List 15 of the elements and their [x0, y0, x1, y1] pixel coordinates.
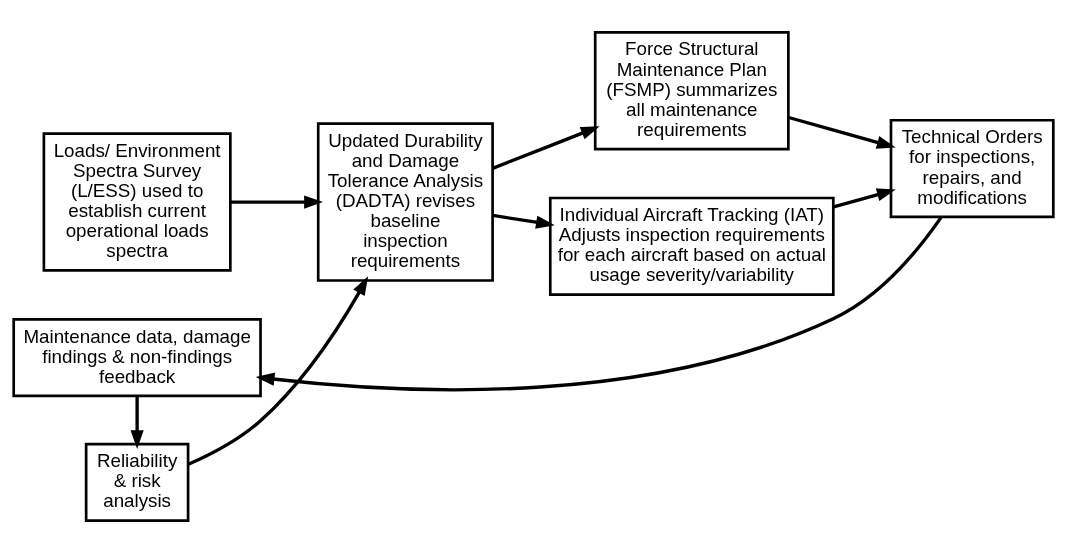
node-box: Technical Orders for inspections, repairs, and modifications: [889, 118, 1055, 219]
node-box: Maintenance data, damage findings & non-findings feedback: [12, 318, 262, 398]
arrow: [130, 396, 144, 449]
arrow: [492, 126, 600, 170]
arrow: [255, 216, 943, 392]
node-box: Updated Durability and Damage Tolerance Analysis (DADTA) revises baseline inspection requirements: [316, 122, 494, 282]
arrow: [187, 276, 369, 466]
arrow: [833, 188, 896, 209]
node-box: Loads/ Environment Spectra Survey (L/ESS) used to establish current operational loads spectra: [42, 132, 232, 272]
arrow: [492, 213, 555, 229]
node-box: Force Structural Maintenance Plan (FSMP) summarizes all maintenance requirements: [593, 31, 790, 151]
node-box: Reliability & risk analysis: [84, 442, 190, 522]
arrow: [788, 115, 896, 149]
arrow: [230, 195, 323, 209]
node-box: Individual Aircraft Tracking (IAT) Adjusts inspection requirements for each aircraft based on actual usage severity/variability: [548, 196, 835, 296]
